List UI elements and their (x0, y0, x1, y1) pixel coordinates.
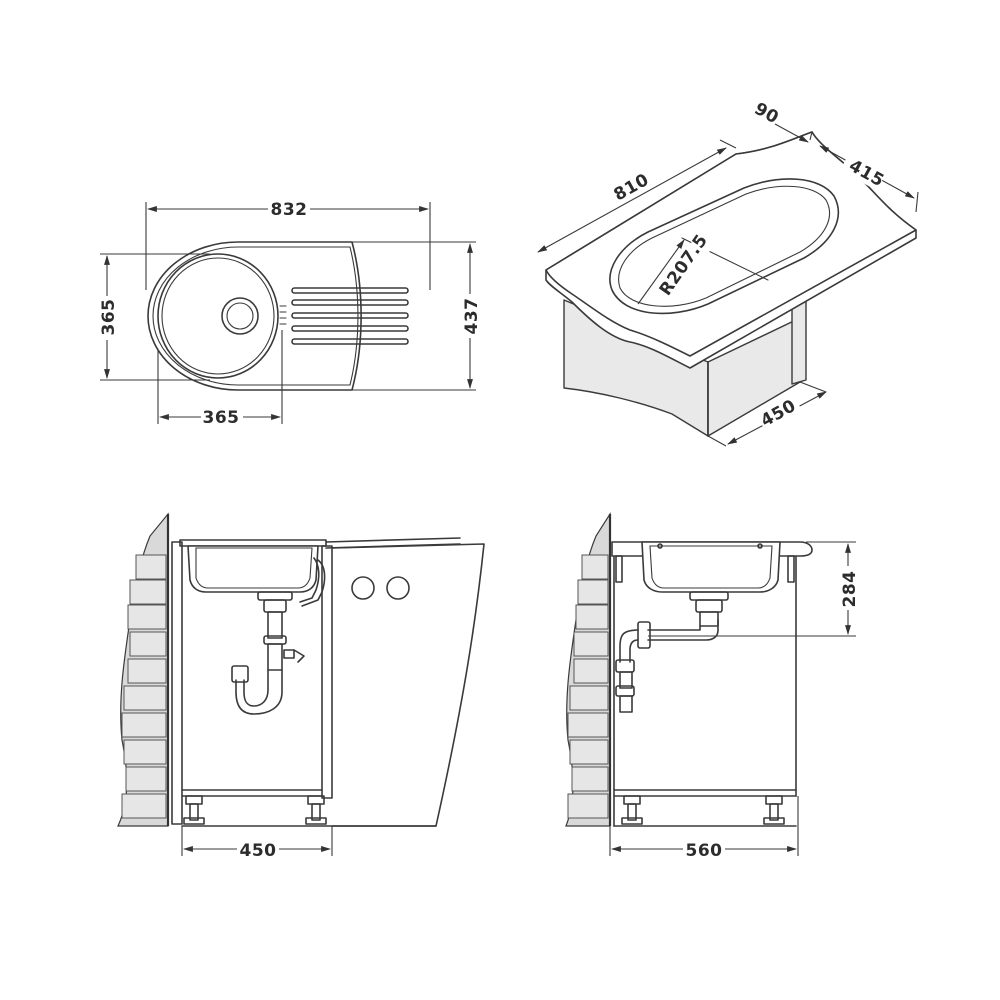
front-adjacent-cabinet (331, 543, 485, 827)
overflow-icon (279, 305, 287, 325)
front-countertop (179, 539, 327, 547)
front-view: 450 (117, 512, 485, 861)
front-drain-trap (231, 591, 305, 715)
front-cabinet-left-panel (171, 541, 183, 825)
sink-outline (147, 241, 362, 391)
drain-icon (221, 297, 259, 335)
isometric-view: 810 90 415 R207.5 450 (537, 99, 919, 447)
bowl-outline (157, 253, 279, 379)
drainer-grooves (291, 287, 409, 345)
brick-wall-left (117, 512, 170, 827)
knob-icon (386, 576, 410, 600)
knob-icon (351, 576, 375, 600)
dim-overall-depth: 437 (462, 298, 482, 335)
dim-side-cabinet-depth: 560 (686, 841, 723, 861)
dim-overall-length: 832 (271, 200, 308, 220)
front-cabinet-right-panel (321, 545, 333, 799)
front-sink-bowl (187, 545, 319, 593)
dim-bowl-width: 365 (99, 299, 119, 336)
dim-iso-rim-offset: 90 (751, 99, 782, 128)
brick-wall-right (565, 511, 612, 827)
side-view: 560 284 (565, 511, 860, 861)
dim-side-drain-height: 284 (840, 571, 860, 608)
side-drain-trap (615, 591, 729, 713)
top-view: 832 365 437 365 (97, 199, 482, 428)
dim-front-cabinet-width: 450 (240, 841, 277, 861)
side-sink-bowl (641, 541, 781, 593)
dim-bowl-length: 365 (203, 408, 240, 428)
